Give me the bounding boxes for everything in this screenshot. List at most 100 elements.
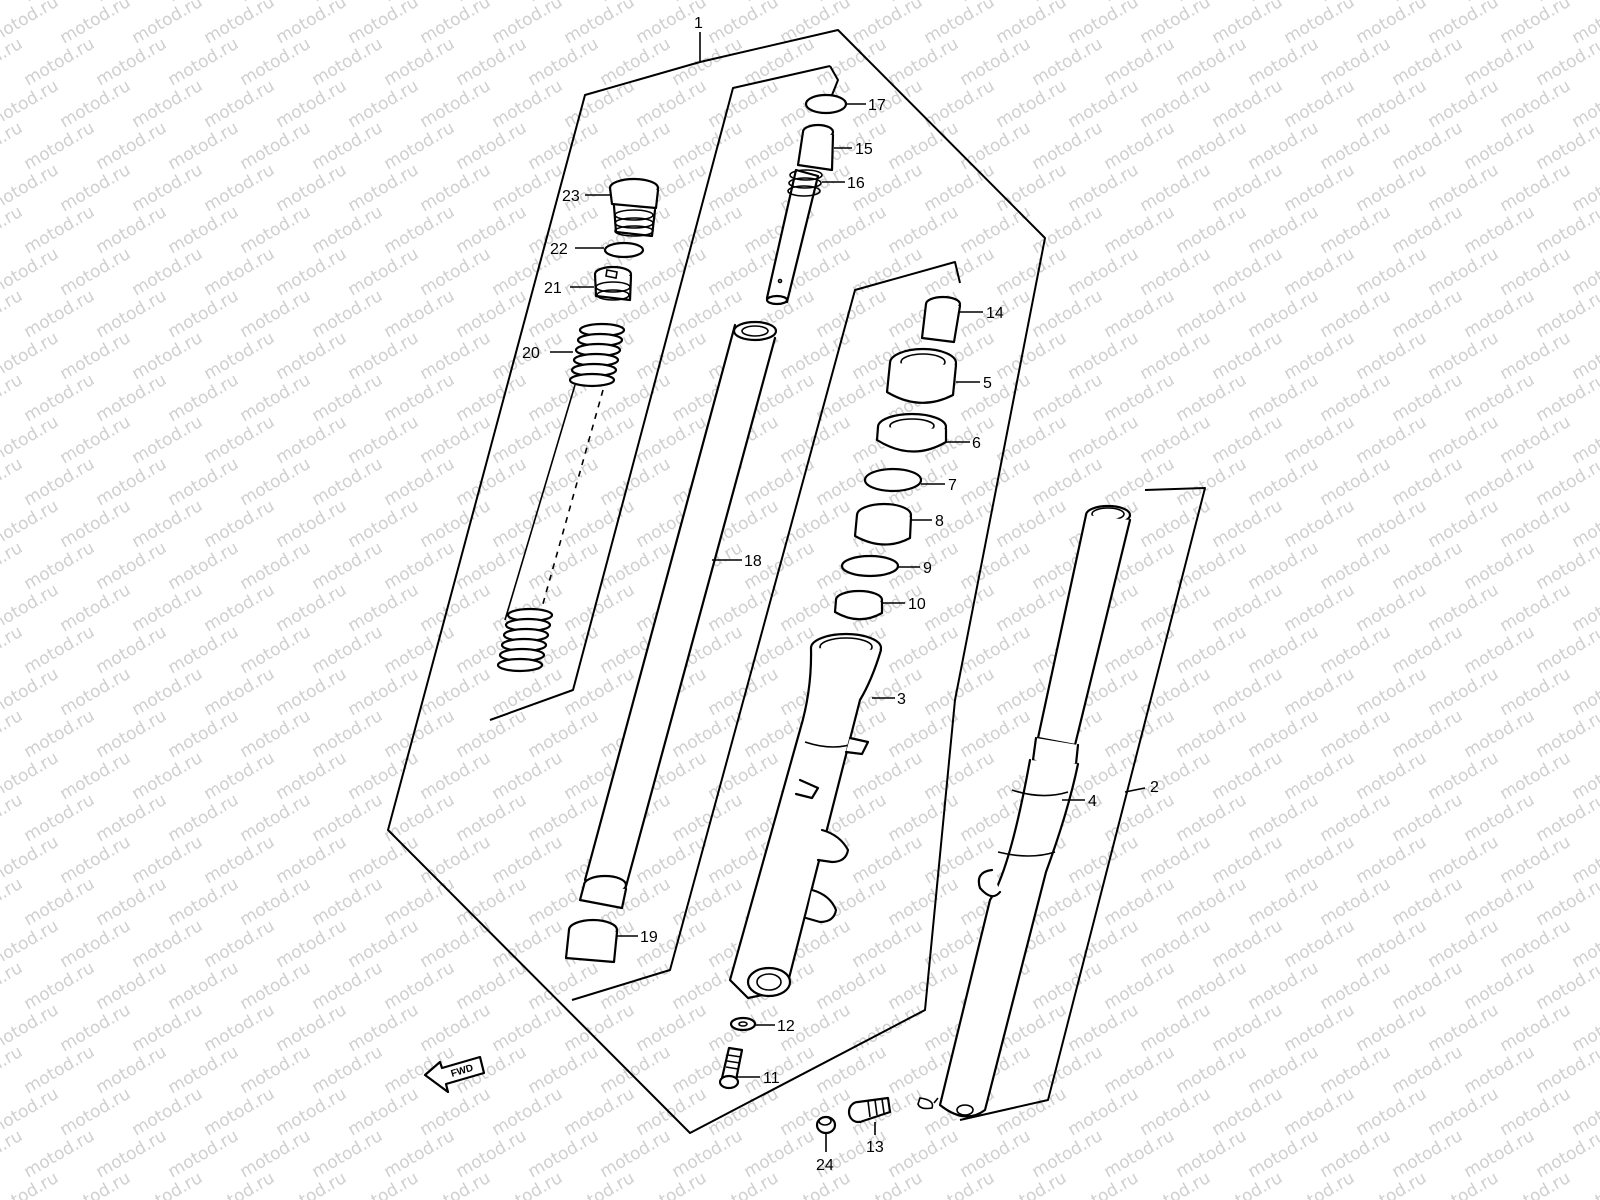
watermark-text: motod.ru [57,76,135,132]
watermark-text: motod.ru [93,370,171,426]
callout-15: 15 [855,141,873,158]
watermark-text: motod.ru [381,286,459,342]
watermark-text: motod.ru [129,1168,207,1200]
watermark-text: motod.ru [1461,622,1539,678]
watermark-text: motod.ru [885,202,963,258]
watermark-text: motod.ru [489,1084,567,1140]
watermark-text: motod.ru [237,286,315,342]
watermark-text: motod.ru [1281,0,1359,48]
watermark-text: motod.ru [1497,244,1575,300]
watermark-text: motod.ru [417,328,495,384]
watermark-text: motod.ru [777,1084,855,1140]
watermark-text: motod.ru [1353,1168,1431,1200]
callout-13: 13 [866,1139,884,1156]
watermark-text: motod.ru [165,202,243,258]
watermark-text: motod.ru [309,286,387,342]
watermark-text: motod.ru [489,832,567,888]
watermark-text: motod.ru [129,832,207,888]
watermark-text: motod.ru [1317,1042,1395,1098]
watermark-text: motod.ru [1353,664,1431,720]
watermark-text: motod.ru [201,496,279,552]
watermark-text: motod.ru [1137,244,1215,300]
watermark-text: motod.ru [1029,454,1107,510]
watermark-text: motod.ru [1461,958,1539,1014]
watermark-text: motod.ru [1497,1168,1575,1200]
callout-6: 6 [972,435,981,452]
watermark-text: motod.ru [21,1126,99,1182]
watermark-text: motod.ru [93,34,171,90]
watermark-text: motod.ru [561,1084,639,1140]
watermark-text: motod.ru [1245,118,1323,174]
watermark-text: motod.ru [1497,160,1575,216]
watermark-text: motod.ru [1389,622,1467,678]
watermark-text: motod.ru [345,664,423,720]
watermark-text: motod.ru [921,160,999,216]
fwd-arrow-icon [423,1055,486,1094]
watermark-text: motod.ru [1209,244,1287,300]
watermark-text: motod.ru [201,160,279,216]
watermark-text: motod.ru [273,664,351,720]
callout-5: 5 [983,375,992,392]
watermark-text: motod.ru [741,34,819,90]
watermark-text: motod.ru [0,118,26,174]
watermark-text: motod.ru [1245,202,1323,258]
watermark-text: motod.ru [1137,748,1215,804]
watermark-text: motod.ru [309,958,387,1014]
part-18-fork-tube [578,320,778,910]
watermark-text: motod.ru [1245,286,1323,342]
watermark-text: motod.ru [1029,1126,1107,1182]
watermark-text: motod.ru [1065,328,1143,384]
watermark-text: motod.ru [201,1168,279,1200]
watermark-text: motod.ru [1029,286,1107,342]
watermark-text: motod.ru [849,748,927,804]
callout-11: 11 [763,1070,780,1087]
watermark-text: motod.ru [417,0,495,48]
watermark-text: motod.ru [669,874,747,930]
watermark-text: motod.ru [777,412,855,468]
watermark-text: motod.ru [345,244,423,300]
watermark-text: motod.ru [93,202,171,258]
watermark-text: motod.ru [57,664,135,720]
watermark-text: motod.ru [1461,118,1539,174]
watermark-text: motod.ru [417,1000,495,1056]
watermark-text: motod.ru [381,454,459,510]
watermark-text: motod.ru [669,118,747,174]
watermark-text: motod.ru [237,874,315,930]
watermark-text: motod.ru [129,0,207,48]
watermark-text: motod.ru [1389,118,1467,174]
callout-labels: 1 2 3 4 5 6 7 8 9 10 11 12 13 14 15 16 1… [522,15,1159,1174]
watermark-text: motod.ru [0,706,26,762]
watermark-text: motod.ru [201,748,279,804]
part-19-bushing [564,918,619,964]
watermark-text: motod.ru [1065,832,1143,888]
watermark-text: motod.ru [993,160,1071,216]
watermark-text: motod.ru [885,1126,963,1182]
callout-7: 7 [948,477,957,494]
watermark-text: motod.ru [1209,412,1287,468]
watermark-text: motod.ru [633,1000,711,1056]
watermark-text: motod.ru [93,622,171,678]
part-10-bushing [833,589,884,621]
watermark-text: motod.ru [1281,1084,1359,1140]
watermark-text: motod.ru [813,1042,891,1098]
watermark-text: motod.ru [1425,832,1503,888]
callout-21: 21 [544,280,562,297]
watermark-text: motod.ru [417,1168,495,1200]
watermark-text: motod.ru [1281,496,1359,552]
watermark-text: motod.ru [1029,1042,1107,1098]
watermark-text: motod.ru [0,790,26,846]
watermark-text: motod.ru [1245,958,1323,1014]
watermark-text: motod.ru [417,1084,495,1140]
watermark-text: motod.ru [993,244,1071,300]
watermark-text: motod.ru [1065,412,1143,468]
watermark-text: motod.ru [1245,790,1323,846]
watermark-text: motod.ru [1389,1042,1467,1098]
watermark-text: motod.ru [345,832,423,888]
watermark-text: motod.ru [561,1000,639,1056]
watermark-text: motod.ru [165,1126,243,1182]
watermark-text: motod.ru [1425,916,1503,972]
watermark-text: motod.ru [1425,1168,1503,1200]
watermark-text: motod.ru [1065,916,1143,972]
watermark-text: motod.ru [1209,580,1287,636]
watermark-text: motod.ru [597,118,675,174]
